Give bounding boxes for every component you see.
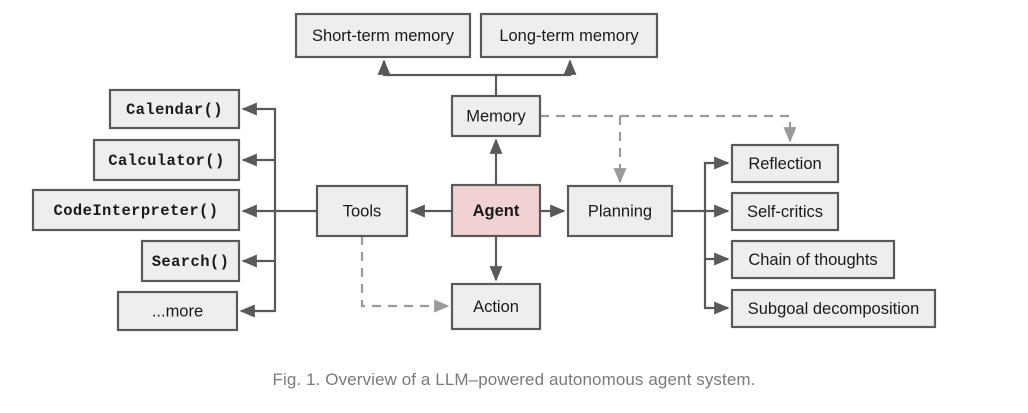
node-search[interactable]: Search() [140, 239, 241, 283]
node-code-interpreter[interactable]: CodeInterpreter() [31, 188, 241, 232]
node-subgoal-decomposition[interactable]: Subgoal decomposition [730, 288, 937, 329]
node-label-chain-of-thoughts: Chain of thoughts [748, 251, 877, 269]
node-short-term-memory[interactable]: Short-term memory [294, 12, 472, 59]
node-label-subgoal-decomposition: Subgoal decomposition [748, 300, 920, 318]
edges-layer [239, 59, 797, 318]
tools-to-action-dashed [360, 236, 450, 313]
node-label-more: ...more [152, 302, 203, 320]
node-label-code-interpreter: CodeInterpreter() [54, 202, 219, 220]
node-box-long-term-memory [479, 12, 659, 59]
node-box-action [450, 282, 542, 331]
node-box-code-interpreter [31, 188, 241, 232]
nodes-layer: Agent Memory Short-term memory Long-term me… [31, 12, 937, 332]
planning-to-reflection [672, 156, 730, 213]
node-more[interactable]: ...more [116, 290, 239, 332]
node-chain-of-thoughts[interactable]: Chain of thoughts [730, 239, 896, 280]
node-box-self-critics [730, 191, 840, 232]
node-box-reflection [730, 143, 840, 184]
tools-to-more [239, 211, 277, 318]
memory-to-reflection-dashed [620, 114, 797, 143]
node-label-agent: Agent [473, 202, 520, 220]
node-label-search: Search() [152, 253, 230, 271]
node-box-subgoal-decomposition [730, 288, 937, 329]
node-calendar[interactable]: Calendar() [108, 88, 241, 130]
planning-to-subgoal-decomposition [703, 259, 730, 315]
node-box-chain-of-thoughts [730, 239, 896, 280]
node-action[interactable]: Action [450, 282, 542, 331]
figure-caption: Fig. 1. Overview of a LLM–powered autono… [272, 370, 756, 389]
node-agent[interactable]: Agent [450, 183, 542, 238]
memory-to-short-term-memory [377, 59, 498, 96]
memory-to-planning-dashed [540, 114, 627, 184]
node-reflection[interactable]: Reflection [730, 143, 840, 184]
node-calculator[interactable]: Calculator() [92, 138, 241, 182]
node-label-reflection: Reflection [748, 155, 821, 173]
node-label-calendar: Calendar() [126, 101, 223, 119]
node-box-memory [450, 94, 542, 138]
node-planning[interactable]: Planning [566, 184, 674, 238]
memory-to-long-term-memory [496, 59, 577, 77]
planning-to-chain-of-thoughts [703, 211, 730, 266]
node-long-term-memory[interactable]: Long-term memory [479, 12, 659, 59]
node-label-planning: Planning [588, 202, 652, 220]
node-label-tools: Tools [343, 202, 382, 220]
node-label-short-term-memory: Short-term memory [312, 27, 455, 45]
node-label-long-term-memory: Long-term memory [499, 27, 639, 45]
node-box-more [116, 290, 239, 332]
node-box-planning [566, 184, 674, 238]
node-label-memory: Memory [466, 107, 526, 125]
node-box-search [140, 239, 241, 283]
node-box-short-term-memory [294, 12, 472, 59]
node-memory[interactable]: Memory [450, 94, 542, 138]
node-label-calculator: Calculator() [108, 152, 224, 170]
node-box-calendar [108, 88, 241, 130]
node-box-calculator [92, 138, 241, 182]
node-self-critics[interactable]: Self-critics [730, 191, 840, 232]
node-label-action: Action [473, 298, 519, 316]
node-box-tools [315, 184, 409, 238]
node-label-self-critics: Self-critics [747, 203, 823, 221]
node-tools[interactable]: Tools [315, 184, 409, 238]
node-box-agent [450, 183, 542, 238]
